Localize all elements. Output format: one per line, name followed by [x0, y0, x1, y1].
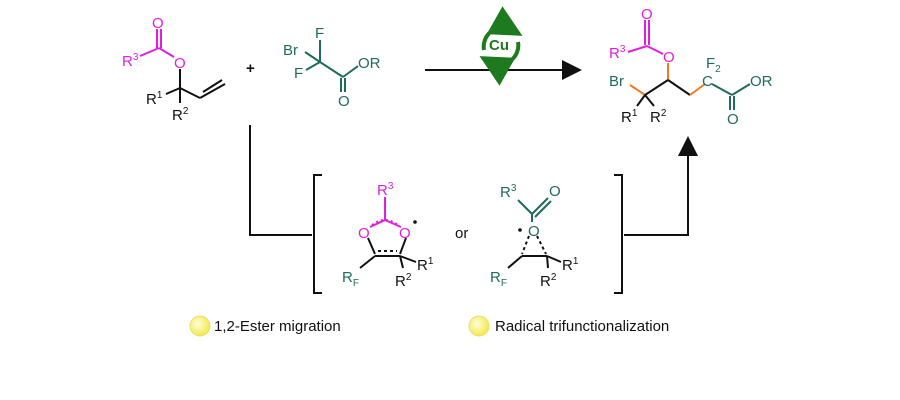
- cf2-carbon: C: [702, 73, 713, 90]
- legend-dot-icon: [468, 315, 490, 337]
- r-group: R: [172, 107, 183, 124]
- or-label: or: [455, 225, 468, 242]
- fluorine-label: F: [294, 65, 303, 82]
- subscript: F: [501, 278, 507, 289]
- bromodifluoroacetate-reactant: Br F F OR O: [283, 25, 381, 110]
- svg-text:F2: F2: [706, 55, 721, 75]
- ester-oxygen: O: [663, 49, 675, 66]
- svg-text:RF: RF: [342, 269, 359, 289]
- legend: 1,2-Ester migration Radical trifunctiona…: [189, 315, 669, 337]
- svg-text:R2: R2: [650, 108, 667, 126]
- copper-catalyst-cycle-icon: Cu: [479, 6, 523, 86]
- bromine-label: Br: [283, 42, 298, 59]
- right-bracket: [614, 174, 623, 294]
- r-group: R: [490, 269, 501, 286]
- superscript: 2: [661, 108, 667, 119]
- superscript: 2: [551, 272, 557, 283]
- r-group: R: [122, 53, 133, 70]
- superscript: 1: [573, 256, 579, 267]
- product-molecule: O R3 O Br R1 R2 C F2 OR O: [609, 6, 773, 128]
- svg-text:R2: R2: [172, 106, 189, 124]
- carbonyl-oxygen: O: [152, 15, 164, 32]
- carbonyl-oxygen: O: [641, 6, 653, 23]
- subscript: 2: [715, 64, 721, 75]
- path-line-to-intermediates: [249, 125, 312, 236]
- ester-or-label: OR: [750, 73, 773, 90]
- svg-text:R3: R3: [122, 52, 139, 70]
- r-group: R: [650, 109, 661, 126]
- svg-text:R3: R3: [377, 181, 394, 199]
- fluorine-label: F: [706, 55, 715, 72]
- r-group: R: [146, 91, 157, 108]
- r-group: R: [562, 257, 573, 274]
- svg-text:R1: R1: [417, 256, 434, 274]
- radical-dot: [413, 220, 417, 224]
- ring-oxygen: O: [528, 223, 540, 240]
- svg-text:R2: R2: [540, 272, 557, 290]
- svg-text:R2: R2: [395, 272, 412, 290]
- superscript: 3: [388, 181, 394, 192]
- svg-text:R3: R3: [500, 183, 517, 201]
- legend-label-radical-trifunctionalization: Radical trifunctionalization: [495, 318, 669, 335]
- fluorine-label: F: [315, 25, 324, 42]
- superscript: 3: [511, 183, 517, 194]
- r-group: R: [395, 273, 406, 290]
- ring-oxygen: O: [399, 225, 411, 242]
- path-arrow-to-product: [624, 136, 698, 236]
- svg-text:R1: R1: [146, 90, 163, 108]
- carbonyl-oxygen: O: [727, 111, 739, 128]
- superscript: 1: [428, 256, 434, 267]
- r-group: R: [500, 184, 511, 201]
- r-group: R: [609, 45, 620, 62]
- svg-text:R3: R3: [609, 44, 626, 62]
- allyl-ester-reactant: O R3 O R1 R2: [122, 15, 226, 124]
- r-group: R: [417, 257, 428, 274]
- superscript: 2: [406, 272, 412, 283]
- legend-dot-icon: [189, 315, 211, 337]
- legend-label-ester-migration: 1,2-Ester migration: [214, 318, 341, 335]
- svg-text:RF: RF: [490, 269, 507, 289]
- bromine-label: Br: [609, 73, 624, 90]
- ring-oxygen: O: [358, 225, 370, 242]
- dioxolanyl-radical-intermediate: R3 O O RF R2 R1: [342, 181, 434, 290]
- r-group: R: [621, 109, 632, 126]
- catalyst-label: Cu: [489, 37, 509, 54]
- subscript: F: [353, 278, 359, 289]
- radical-dot: [518, 228, 522, 232]
- svg-text:R1: R1: [562, 256, 579, 274]
- ester-oxygen: O: [174, 55, 186, 72]
- oxiranyl-radical-intermediate: R3 O O RF R2 R1: [490, 183, 579, 290]
- superscript: 1: [632, 108, 638, 119]
- superscript: 3: [620, 44, 626, 55]
- r-group: R: [377, 182, 388, 199]
- ester-or-label: OR: [358, 55, 381, 72]
- superscript: 1: [157, 90, 163, 101]
- r-group: R: [342, 269, 353, 286]
- carbonyl-oxygen: O: [338, 93, 350, 110]
- left-bracket: [313, 174, 322, 294]
- superscript: 2: [183, 106, 189, 117]
- carbonyl-oxygen: O: [549, 183, 561, 200]
- plus-sign: +: [246, 60, 255, 77]
- superscript: 3: [133, 52, 139, 63]
- svg-text:R1: R1: [621, 108, 638, 126]
- r-group: R: [540, 273, 551, 290]
